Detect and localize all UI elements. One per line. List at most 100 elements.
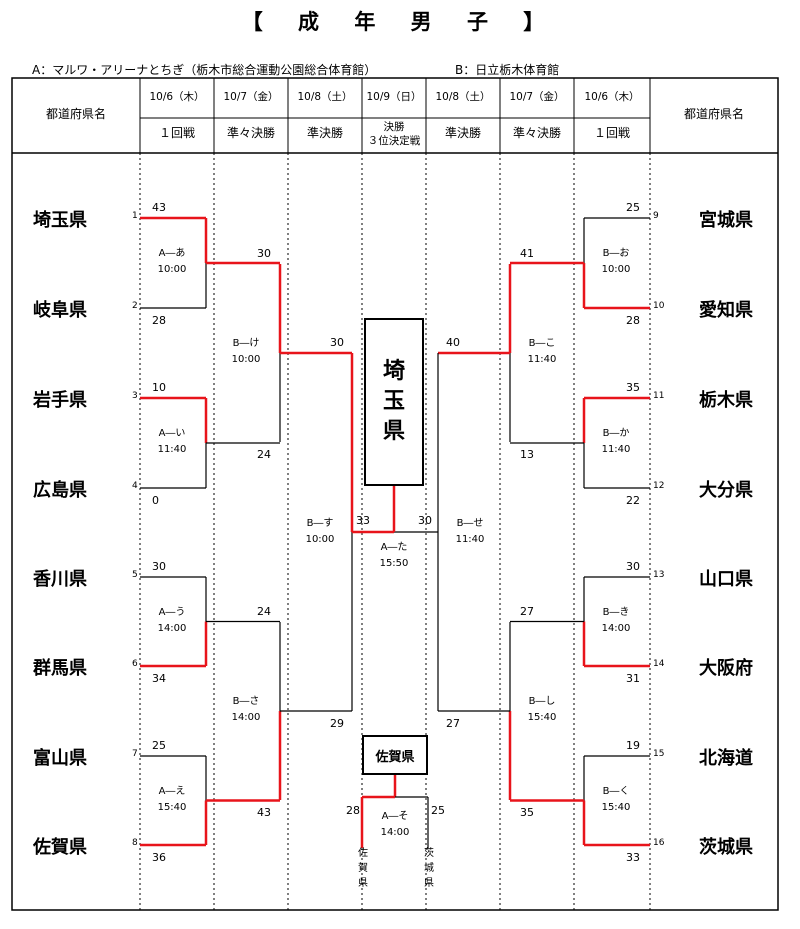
- score-sf-right: 27: [446, 717, 460, 730]
- score-sf-left: 30: [330, 336, 344, 349]
- match-time-third: 14:00: [380, 827, 410, 838]
- pref-name-left: 埼玉県: [33, 210, 87, 231]
- score-r1-right: 31: [626, 672, 640, 685]
- score-third-left: 28: [346, 804, 360, 817]
- score-sf-right: 40: [446, 336, 460, 349]
- pref-name-left: 群馬県: [33, 658, 87, 679]
- match-id-third: A―そ: [381, 811, 409, 822]
- score-r1-left: 10: [152, 381, 166, 394]
- match-time-qf-right: 11:40: [527, 354, 557, 365]
- seed-number-right: 11: [653, 391, 665, 401]
- header-round-r1-right: １回戦: [593, 126, 630, 140]
- score-qf-left: 43: [257, 806, 271, 819]
- score-r1-right: 28: [626, 314, 640, 327]
- score-r1-right: 35: [626, 381, 640, 394]
- seed-number-left: 1: [132, 211, 138, 221]
- pref-name-right: 北海道: [699, 748, 753, 769]
- score-r1-right: 22: [626, 494, 640, 507]
- match-id-r1-right: B―か: [602, 428, 630, 439]
- match-id-r1-right: B―き: [602, 606, 630, 618]
- third-right-name-char: 城: [424, 863, 434, 874]
- header-date-r1-right: 10/6（木）: [584, 91, 640, 103]
- header-date-sf-right: 10/8（土）: [435, 91, 491, 103]
- match-id-qf-left: B―さ: [232, 696, 260, 707]
- pref-name-right: 愛知県: [699, 300, 753, 321]
- pref-name-left: 広島県: [33, 480, 87, 501]
- match-time-qf-left: 14:00: [231, 712, 261, 723]
- match-time-qf-right: 15:40: [527, 712, 557, 723]
- header-round-qf-left: 準々決勝: [226, 126, 275, 140]
- pref-name-right: 栃木県: [699, 390, 753, 411]
- champion-char: 玉: [382, 389, 405, 414]
- third-left-name-char: 佐: [358, 848, 368, 859]
- pref-name-left: 佐賀県: [33, 837, 87, 858]
- match-time-r1-left: 15:40: [157, 801, 187, 813]
- match-id-sf-right: B―せ: [456, 518, 484, 529]
- seed-number-left: 5: [132, 570, 138, 580]
- pref-name-left: 岩手県: [33, 390, 87, 411]
- score-qf-right: 27: [520, 605, 534, 618]
- pref-name-right: 茨城県: [699, 837, 753, 858]
- score-r1-left: 34: [152, 672, 166, 685]
- seed-number-right: 15: [653, 749, 665, 759]
- seed-number-right: 9: [653, 211, 659, 221]
- score-r1-right: 33: [626, 851, 640, 864]
- score-r1-left: 28: [152, 314, 166, 327]
- header-round-sf-right: 準決勝: [444, 126, 481, 140]
- match-id-r1-right: B―お: [602, 248, 630, 259]
- seed-number-left: 7: [132, 749, 138, 759]
- pref-name-left: 香川県: [33, 569, 87, 590]
- pref-name-right: 山口県: [699, 569, 753, 590]
- pref-name-left: 岐阜県: [33, 300, 87, 321]
- third-right-name-char: 茨: [424, 848, 434, 859]
- score-qf-left: 24: [257, 448, 271, 461]
- match-time-r1-left: 11:40: [157, 444, 187, 455]
- match-id-r1-left: A―い: [158, 428, 186, 439]
- header-round-r1-left: １回戦: [158, 126, 195, 140]
- match-time-r1-right: 10:00: [601, 264, 631, 275]
- seed-number-right: 14: [653, 659, 665, 669]
- score-qf-right: 41: [520, 247, 534, 260]
- seed-number-left: 4: [132, 481, 138, 491]
- match-time-qf-left: 10:00: [231, 354, 261, 365]
- match-time-r1-right: 11:40: [601, 444, 631, 455]
- header-round-sf-left: 準決勝: [306, 126, 343, 140]
- header-date-final: 10/9（日）: [366, 91, 422, 103]
- seed-number-right: 13: [653, 570, 665, 580]
- seed-number-left: 6: [132, 659, 138, 669]
- match-id-r1-right: B―く: [602, 785, 630, 797]
- pref-name-right: 大阪府: [699, 658, 753, 679]
- score-r1-right: 25: [626, 201, 640, 214]
- seed-number-right: 10: [653, 301, 665, 311]
- match-time-sf-right: 11:40: [455, 534, 485, 545]
- third-left-name-char: 賀: [358, 863, 368, 874]
- match-time-r1-right: 14:00: [601, 622, 631, 634]
- match-id-sf-left: B―す: [306, 518, 334, 529]
- header-date-qf-right: 10/7（金）: [509, 91, 565, 103]
- header-round-final: 決勝: [383, 121, 405, 133]
- header-round-qf-right: 準々決勝: [512, 126, 561, 140]
- third-left-name-char: 県: [358, 878, 368, 889]
- table-frame: [11, 77, 779, 911]
- score-final-right: 30: [418, 514, 432, 527]
- score-final-left: 33: [356, 514, 370, 527]
- score-qf-left: 30: [257, 247, 271, 260]
- pref-name-left: 富山県: [33, 748, 87, 769]
- pref-name-right: 宮城県: [699, 210, 753, 231]
- seed-number-left: 3: [132, 391, 138, 401]
- match-id-r1-left: A―え: [158, 785, 186, 797]
- header-round-third: ３位決定戦: [367, 135, 421, 147]
- venue-b: B：日立栃木体育館: [455, 63, 560, 77]
- pref-name-right: 大分県: [699, 480, 753, 501]
- match-time-sf-left: 10:00: [305, 534, 335, 545]
- match-id-r1-left: A―あ: [158, 248, 186, 259]
- header-pref-right: 都道府県名: [683, 107, 744, 121]
- header-date-qf-left: 10/7（金）: [223, 91, 279, 103]
- champion-char: 県: [382, 419, 405, 444]
- seed-number-right: 12: [653, 481, 665, 491]
- score-r1-right: 30: [626, 560, 640, 573]
- score-r1-right: 19: [626, 739, 640, 752]
- match-time-final: 15:50: [379, 558, 409, 569]
- seed-number-right: 16: [653, 838, 665, 848]
